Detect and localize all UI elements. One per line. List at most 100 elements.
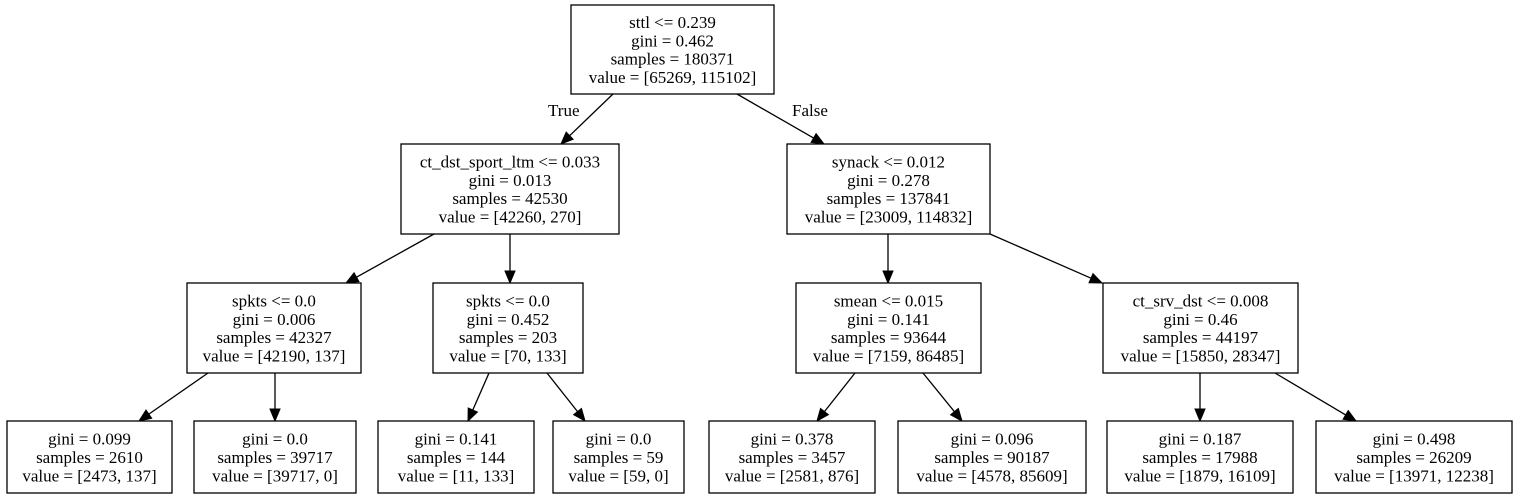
node-box	[1315, 420, 1513, 494]
node-line: value = [39717, 0]	[212, 466, 338, 485]
node-line: spkts <= 0.0	[466, 292, 550, 311]
edge-line	[472, 372, 490, 411]
edge-line	[356, 233, 435, 278]
node-line: value = [2581, 876]	[725, 466, 859, 485]
node-box	[193, 420, 357, 494]
node-line: value = [42190, 137]	[203, 346, 346, 365]
arrowhead-icon	[949, 407, 963, 423]
arrowhead-icon	[269, 408, 281, 423]
node-line: samples = 42327	[216, 328, 332, 347]
node-box	[552, 420, 685, 494]
node-box	[1106, 420, 1294, 494]
node-line: samples = 26209	[1356, 448, 1471, 467]
node-line: value = [7159, 86485]	[813, 346, 964, 365]
edge-n4-l3	[467, 372, 490, 423]
node-line: gini = 0.013	[469, 171, 552, 190]
node-line: value = [59, 0]	[568, 466, 668, 485]
edge-line	[569, 93, 614, 137]
node-line: sttl <= 0.239	[629, 13, 716, 32]
edge-label-false: False	[792, 101, 828, 120]
node-line: ct_srv_dst <= 0.008	[1133, 292, 1269, 311]
node-box	[377, 420, 535, 494]
edge-line	[823, 372, 856, 412]
edge-n2-n5	[882, 234, 894, 285]
node-box	[400, 143, 620, 235]
node-line: gini = 0.46	[1163, 310, 1237, 329]
node-box	[897, 420, 1087, 494]
arrowhead-icon	[882, 270, 894, 285]
arrowhead-icon	[344, 271, 360, 284]
node-line: samples = 137841	[827, 189, 951, 208]
node-line: samples = 144	[407, 448, 506, 467]
edge-line	[546, 372, 579, 412]
node-line: value = [42260, 270]	[439, 207, 582, 226]
node-box	[6, 420, 173, 494]
node-box	[432, 282, 584, 374]
node-line: value = [4578, 85609]	[916, 466, 1067, 485]
arrowhead-icon	[1342, 409, 1358, 422]
node-line: value = [1879, 16109]	[1124, 466, 1275, 485]
node-box	[1102, 282, 1299, 374]
node-line: samples = 44197	[1143, 328, 1259, 347]
edge-line	[736, 93, 814, 139]
node-line: ct_dst_sport_ltm <= 0.033	[420, 153, 600, 172]
node-line: gini = 0.141	[415, 430, 498, 449]
node-line: samples = 93644	[831, 328, 947, 347]
edge-label-true: True	[548, 101, 580, 120]
node-box	[186, 282, 362, 374]
node-line: samples = 17988	[1142, 448, 1257, 467]
edge-root-n2: False	[736, 93, 828, 145]
node-line: value = [65269, 115102]	[589, 68, 757, 87]
edge-line	[1274, 372, 1347, 416]
node-line: gini = 0.006	[233, 310, 316, 329]
edge-n6-l7	[1194, 373, 1206, 423]
node-line: gini = 0.452	[467, 310, 550, 329]
edges-layer: True False	[137, 93, 1358, 423]
node-line: smean <= 0.015	[834, 292, 943, 311]
node-line: gini = 0.278	[847, 171, 930, 190]
edge-n3-l2	[269, 373, 281, 423]
node-line: gini = 0.0	[586, 430, 652, 449]
arrowhead-icon	[810, 132, 826, 145]
node-line: gini = 0.096	[951, 430, 1034, 449]
node-line: samples = 90187	[934, 448, 1050, 467]
edge-n1-n3	[344, 233, 435, 284]
edge-n6-l8	[1274, 372, 1358, 422]
node-line: synack <= 0.012	[832, 153, 945, 172]
node-line: samples = 203	[459, 328, 557, 347]
node-line: gini = 0.462	[631, 31, 714, 50]
node-line: samples = 3457	[739, 448, 846, 467]
edge-n3-l1	[137, 372, 209, 422]
node-line: value = [2473, 137]	[22, 466, 156, 485]
node-box	[786, 143, 991, 235]
node-line: value = [23009, 114832]	[805, 207, 973, 226]
arrowhead-icon	[816, 407, 830, 423]
arrowhead-icon	[1088, 272, 1104, 284]
node-box	[570, 4, 775, 95]
node-line: gini = 0.187	[1159, 430, 1242, 449]
edge-n5-l5	[816, 372, 856, 423]
node-line: gini = 0.099	[48, 430, 131, 449]
node-line: samples = 180371	[611, 50, 735, 69]
node-line: gini = 0.141	[847, 310, 930, 329]
edge-root-n1: True	[548, 93, 614, 145]
edge-line	[922, 372, 955, 413]
node-line: samples = 2610	[36, 448, 143, 467]
node-box	[795, 282, 982, 374]
arrowhead-icon	[504, 270, 516, 285]
node-line: value = [70, 133]	[449, 346, 566, 365]
edge-n2-n6	[989, 233, 1104, 284]
